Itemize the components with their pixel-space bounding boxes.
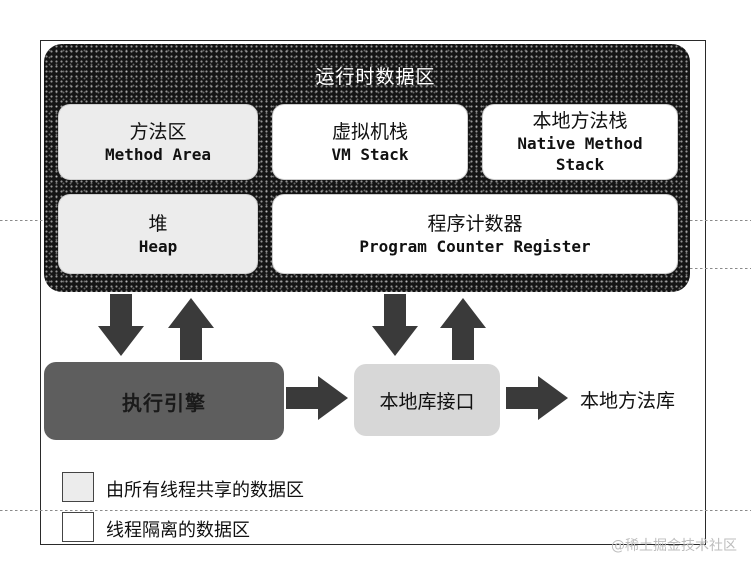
native-method-stack-en-2: Stack [555, 155, 605, 174]
scan-dots [690, 220, 751, 221]
execution-engine-box: 执行引擎 [44, 362, 284, 440]
program-counter-en: Program Counter Register [359, 236, 591, 256]
arrow-up-icon [168, 298, 214, 360]
legend-isolated-label: 线程隔离的数据区 [106, 520, 250, 541]
heap-box: 堆 Heap [58, 194, 258, 274]
scan-dots [0, 220, 60, 221]
arrow-down-icon [372, 294, 418, 356]
vm-stack-box: 虚拟机栈 VM Stack [272, 104, 468, 180]
vm-stack-cn: 虚拟机栈 [331, 120, 408, 143]
native-method-stack-en-1: Native Method [517, 134, 643, 153]
program-counter-cn: 程序计数器 [427, 212, 523, 235]
method-area-cn: 方法区 [129, 120, 187, 143]
native-method-stack-box: 本地方法栈 Native Method Stack [482, 104, 678, 180]
native-method-stack-cn: 本地方法栈 [532, 110, 628, 132]
arrow-down-icon [98, 294, 144, 356]
heap-cn: 堆 [148, 212, 168, 235]
legend-isolated-swatch [62, 512, 94, 542]
scan-dots [690, 268, 751, 269]
method-area-en: Method Area [105, 144, 211, 164]
arrow-up-icon [440, 298, 486, 360]
method-area-box: 方法区 Method Area [58, 104, 258, 180]
native-method-library-label: 本地方法库 [580, 390, 676, 412]
program-counter-box: 程序计数器 Program Counter Register [272, 194, 678, 274]
scan-dots [0, 510, 751, 511]
native-interface-box: 本地库接口 [354, 364, 500, 436]
vm-stack-en: VM Stack [331, 144, 409, 164]
arrow-right-icon [286, 376, 348, 420]
legend-shared-label: 由所有线程共享的数据区 [106, 480, 304, 501]
arrow-right-icon [506, 376, 568, 420]
heap-en: Heap [138, 236, 178, 256]
legend-shared-swatch [62, 472, 94, 502]
watermark: @稀土掘金技术社区 [611, 538, 737, 554]
runtime-data-area-title: 运行时数据区 [315, 66, 436, 88]
